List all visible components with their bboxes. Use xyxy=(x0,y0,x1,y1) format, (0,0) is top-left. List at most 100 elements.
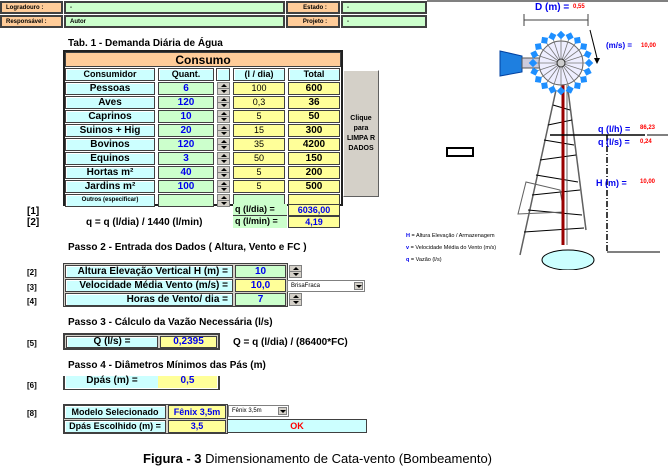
figure-caption: Figura - 3 Dimensionamento de Cata-vento… xyxy=(143,451,492,466)
rotor-blade xyxy=(534,43,542,50)
tower-leg-left xyxy=(519,89,557,256)
row-quant-input[interactable]: 6 xyxy=(158,82,214,95)
row-spinner[interactable] xyxy=(217,152,230,165)
row-spinner[interactable] xyxy=(217,124,230,137)
row-quant-input[interactable]: 100 xyxy=(158,180,214,193)
rotor-blade xyxy=(548,32,557,41)
dpas-value: 0,5 xyxy=(158,376,217,388)
rotor xyxy=(528,30,594,96)
row-ldia: 100 xyxy=(233,82,285,95)
projeto-label: Projeto : xyxy=(286,15,340,28)
estado-field[interactable]: - xyxy=(341,1,427,14)
reservoir xyxy=(541,249,595,270)
tower-base-frame xyxy=(517,181,565,215)
ref-step3: [5] xyxy=(27,339,37,348)
row-spinner[interactable] xyxy=(217,110,230,123)
vento-label: Velocidade Média Vento (m/s) = xyxy=(65,279,233,292)
q-dia-value: 6036,00 xyxy=(288,204,340,216)
qh-label: q (l/h) = xyxy=(598,124,631,134)
row-total: 50 xyxy=(288,110,340,123)
legend-item-v: v = Velocidade Média do Vento (m/s) xyxy=(406,245,497,251)
legend-item-h: H = Altura Elevação / Armazenagem xyxy=(406,233,495,239)
horas-label: Horas de Vento/ dia = xyxy=(65,293,233,306)
modelo-label: Modelo Selecionado xyxy=(64,405,166,419)
altura-label: Altura Elevação Vertical H (m) = xyxy=(65,265,233,278)
step2-title: Passo 2 - Entrada dos Dados ( Altura, Ve… xyxy=(68,242,307,253)
qh-value: 86,23 xyxy=(640,125,656,131)
row-quant-input[interactable]: 40 xyxy=(158,166,214,179)
col-total: Total xyxy=(288,68,340,81)
rotor-blade xyxy=(541,36,548,44)
chevron-down-icon[interactable] xyxy=(354,282,363,290)
row-quant-input[interactable]: 20 xyxy=(158,124,214,137)
rotor-blade xyxy=(584,58,594,68)
estado-label: Estado : xyxy=(286,1,340,14)
row-consumidor: Bovinos xyxy=(65,138,155,151)
row-total: 600 xyxy=(288,82,340,95)
row-quant-input[interactable]: 120 xyxy=(158,96,214,109)
formula-q: Q = q (l/dia) / (86400*FC) xyxy=(233,337,348,348)
row-ldia: 5 xyxy=(233,180,285,193)
row-consumidor: Aves xyxy=(65,96,155,109)
row-spinner[interactable] xyxy=(217,82,230,95)
altura-input[interactable]: 10 xyxy=(235,265,286,278)
col-ldia: (l / dia) xyxy=(233,68,285,81)
row-quant-input[interactable]: 3 xyxy=(158,152,214,165)
row-spinner[interactable] xyxy=(217,180,230,193)
ref-step5: [8] xyxy=(27,409,37,418)
chevron-down-icon[interactable] xyxy=(278,407,287,415)
step4-panel xyxy=(63,376,220,390)
caption-text: Dimensionamento de Cata-vento (Bombeamen… xyxy=(201,451,492,466)
row-quant-input[interactable]: 10 xyxy=(158,110,214,123)
responsavel-field[interactable]: Autor xyxy=(64,15,285,28)
status-ok: OK xyxy=(227,419,367,433)
rotor-blade xyxy=(565,32,574,41)
empty-box xyxy=(446,147,474,157)
row-spinner[interactable] xyxy=(217,138,230,151)
legend-item-q: q = Vazão (l/s) xyxy=(406,257,442,263)
horas-spinner[interactable] xyxy=(289,293,302,306)
row-spinner[interactable] xyxy=(217,194,230,207)
clear-data-button[interactable]: Clique para LIMPA R DADOS xyxy=(343,70,379,197)
q-min-label: q (l/min) = xyxy=(233,216,287,228)
col-quant: Quant. xyxy=(158,68,214,81)
row-consumidor: Equinos xyxy=(65,152,155,165)
tower-leg-right xyxy=(567,89,587,231)
rotor-blade xyxy=(530,50,539,59)
rotor-blade xyxy=(548,85,557,94)
row-ldia: 35 xyxy=(233,138,285,151)
row-consumidor: Caprinos xyxy=(65,110,155,123)
altura-spinner[interactable] xyxy=(289,265,302,278)
row-total: 300 xyxy=(288,124,340,137)
rotor-hub xyxy=(556,58,566,68)
modelo-dropdown[interactable]: Fênix 3,5m xyxy=(228,405,289,417)
consumo-header: Consumo xyxy=(65,52,341,67)
caption-label: Figura - 3 xyxy=(143,451,202,466)
h-label: H (m) = xyxy=(596,178,627,188)
rotor-blade xyxy=(556,30,566,40)
rotor-blade xyxy=(580,43,588,50)
table1-title: Tab. 1 - Demanda Diária de Água xyxy=(68,38,223,49)
d-value: 0,55 xyxy=(573,4,585,10)
row-total: 36 xyxy=(288,96,340,109)
horas-input[interactable]: 7 xyxy=(235,293,286,306)
row-spinner[interactable] xyxy=(217,96,230,109)
rotor-blade xyxy=(574,36,581,44)
logradouro-field[interactable]: - xyxy=(64,1,285,14)
vento-dropdown[interactable]: BrisaFraca xyxy=(287,280,365,292)
formula-qmin: q = q (l/dia) / 1440 (l/min) xyxy=(86,217,203,228)
q-ls-label: Q (l/s) = xyxy=(66,336,158,348)
ref-1: [1] xyxy=(27,206,40,217)
modelo-dropdown-value: Fênix 3,5m xyxy=(232,408,262,414)
row-total: 200 xyxy=(288,166,340,179)
row-quant-input[interactable] xyxy=(158,194,214,207)
q-min-value: 4,19 xyxy=(288,216,340,228)
step4-title: Passo 4 - Diâmetros Mínimos das Pás (m) xyxy=(68,360,266,371)
projeto-field[interactable]: - xyxy=(341,15,427,28)
diagram-legend: H = Altura Elevação / Armazenagem v = Ve… xyxy=(406,230,496,266)
row-spinner[interactable] xyxy=(217,166,230,179)
row-quant-input[interactable]: 120 xyxy=(158,138,214,151)
d-label: D (m) = xyxy=(535,2,570,13)
rotor-blade xyxy=(583,67,592,76)
ref-step4: [6] xyxy=(27,381,37,390)
